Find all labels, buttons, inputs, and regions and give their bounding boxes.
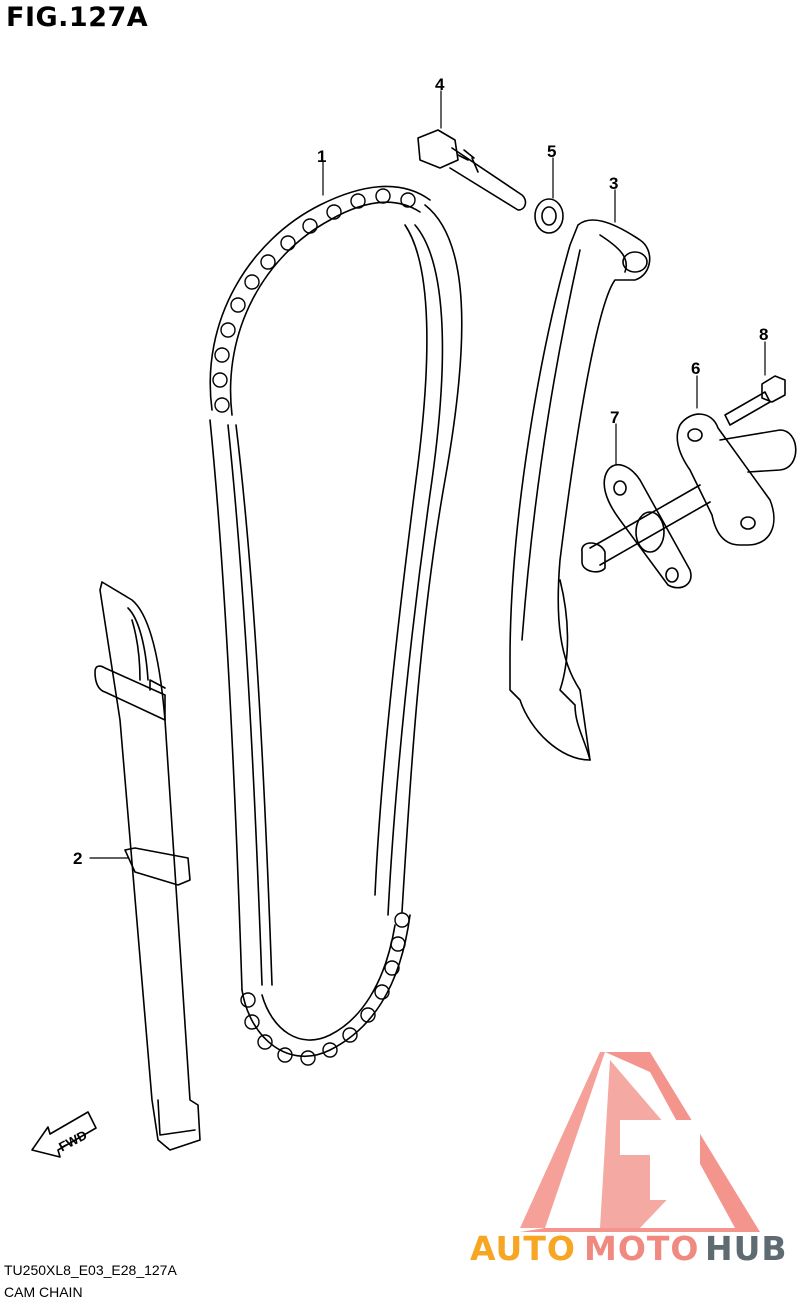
forward-direction-arrow: FWD: [31, 1111, 97, 1158]
figure-title: FIG.127A: [6, 2, 149, 33]
callout-7: 7: [610, 408, 619, 427]
tensioner-adjuster-part-6: [581, 413, 797, 573]
watermark-text-hub: HUB: [705, 1229, 788, 1268]
callout-4: 4: [435, 75, 445, 94]
washer-part-5: [534, 198, 564, 234]
tensioner-arm-part-3: [509, 219, 651, 761]
figure-name: CAM CHAIN: [4, 1284, 83, 1300]
watermark-text-moto: MOTO: [584, 1229, 700, 1268]
watermark-logo: [520, 1052, 760, 1232]
callout-6: 6: [691, 359, 700, 378]
callout-5: 5: [547, 142, 556, 161]
figure-code: TU250XL8_E03_E28_127A: [4, 1262, 177, 1278]
callout-1: 1: [317, 147, 326, 166]
callout-8: 8: [759, 325, 768, 344]
leader-lines: [89, 90, 766, 859]
cam-chain-part-1: [209, 185, 463, 1066]
chain-guide-part-2: [94, 581, 201, 1151]
bolt-part-4: [417, 129, 527, 211]
gasket-part-7: [603, 464, 692, 589]
watermark-text-auto: AUTO: [470, 1229, 576, 1268]
callout-3: 3: [609, 174, 618, 193]
callout-2: 2: [73, 849, 82, 868]
bolt-part-8: [724, 375, 786, 426]
